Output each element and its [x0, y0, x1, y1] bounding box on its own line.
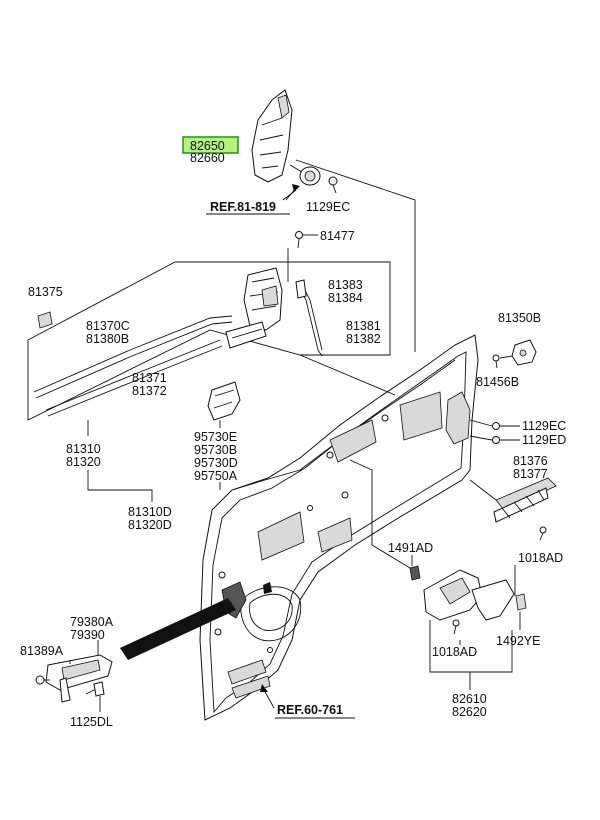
label-81371: 81371 [132, 371, 167, 385]
label-1129ec-mid: 1129EC [522, 419, 566, 433]
label-1492ye: 1492YE [496, 634, 540, 648]
label-95750a: 95750A [194, 469, 238, 483]
label-1018ad-bottom: 1018AD [432, 645, 477, 659]
weatherstrip-81376 [469, 477, 557, 541]
label-79390: 79390 [70, 628, 105, 642]
label-81382: 81382 [346, 332, 381, 346]
door-panel [199, 334, 479, 721]
label-81380b: 81380B [86, 332, 129, 346]
label-81381: 81381 [346, 319, 381, 333]
label-1018ad-right: 1018AD [518, 551, 563, 565]
outside-handle-82650 [251, 89, 338, 194]
label-81376: 81376 [513, 454, 548, 468]
label-ref-81-819: REF.81-819 [210, 200, 276, 214]
label-81384: 81384 [328, 291, 363, 305]
label-82660: 82660 [190, 151, 225, 165]
label-81375: 81375 [28, 285, 63, 299]
label-81310d: 81310D [128, 505, 172, 519]
label-81320d: 81320D [128, 518, 172, 532]
wiring-loom-wedge [120, 598, 236, 660]
label-79380a: 79380A [70, 615, 114, 629]
lock-cable-group [27, 231, 391, 421]
label-82650: 82650 [190, 139, 225, 153]
label-95730b: 95730B [194, 443, 237, 457]
label-95730d: 95730D [194, 456, 238, 470]
label-81377: 81377 [513, 467, 548, 481]
label-1125dl: 1125DL [70, 715, 113, 729]
label-1129ec-top: 1129EC [306, 200, 350, 214]
label-95730e: 95730E [194, 430, 237, 444]
label-82620: 82620 [452, 705, 487, 719]
label-81370c: 81370C [86, 319, 130, 333]
label-1129ed: 1129ED [522, 433, 566, 447]
label-82610: 82610 [452, 692, 487, 706]
label-1491ad: 1491AD [388, 541, 433, 555]
bolts-1129ec-1129ed [469, 419, 520, 444]
label-81310: 81310 [66, 442, 101, 456]
label-81383: 81383 [328, 278, 363, 292]
check-link-79380a [35, 640, 113, 712]
striker-81350b [492, 339, 537, 369]
part-labels: 82650 82660 REF.81-819 1129EC 81477 8137… [20, 139, 566, 729]
label-81350b: 81350B [498, 311, 541, 325]
highlight-82650 [182, 136, 239, 154]
label-81320: 81320 [66, 455, 101, 469]
label-81456b: 81456B [476, 375, 519, 389]
label-81389a: 81389A [20, 644, 64, 658]
inside-handle-82610 [349, 459, 527, 690]
label-81372: 81372 [132, 384, 167, 398]
label-81477: 81477 [320, 229, 355, 243]
label-ref-60-761: REF.60-761 [277, 703, 343, 717]
